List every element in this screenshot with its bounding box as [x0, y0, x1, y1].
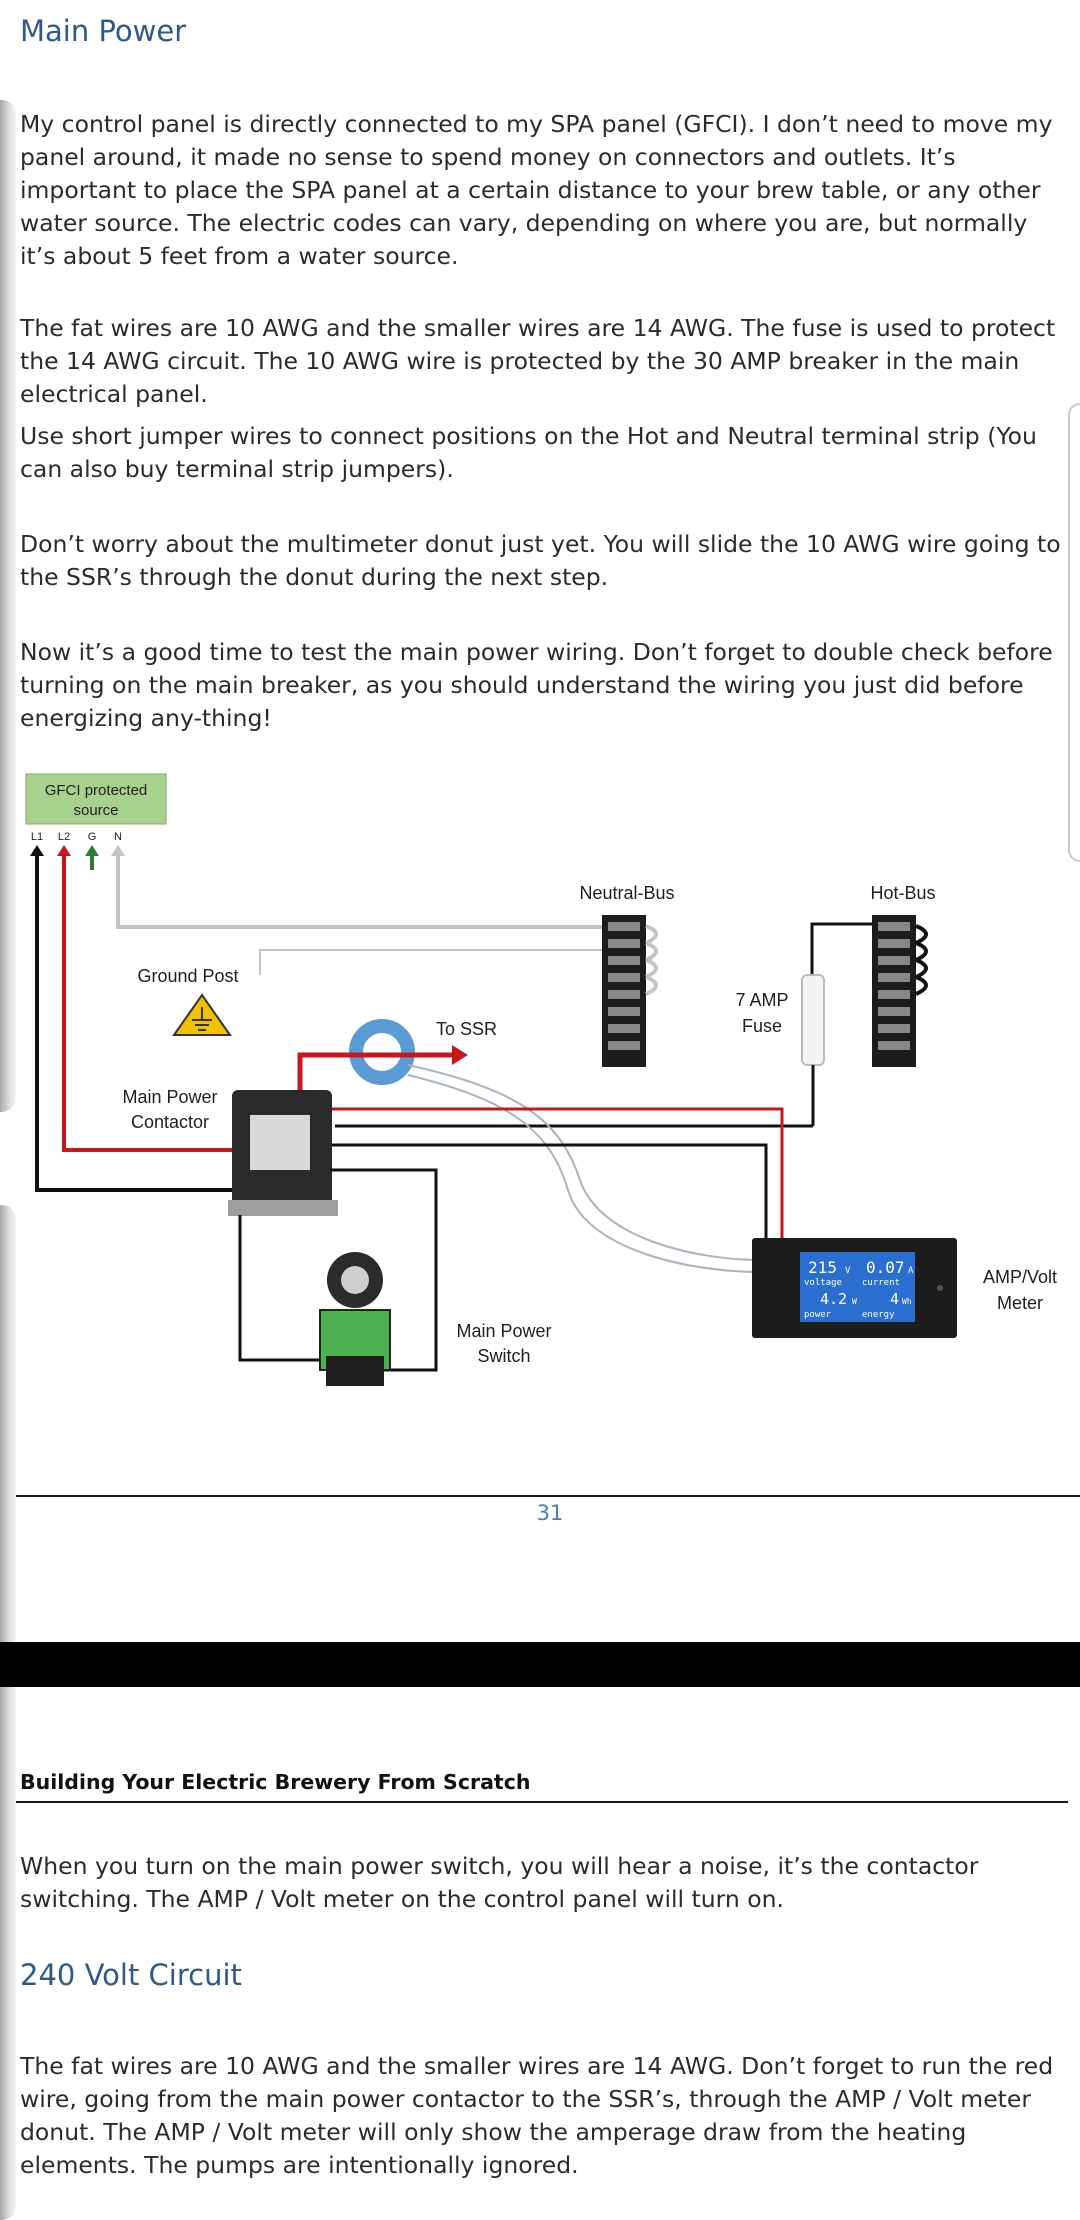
- meter-lbl-voltage: voltage: [804, 1278, 842, 1288]
- contactor-label-line1: Main Power: [122, 1087, 217, 1107]
- paragraph-spa-panel: My control panel is directly connected t…: [20, 110, 1053, 270]
- meter-energy-unit: Wh: [902, 1297, 912, 1306]
- meter-lbl-current: current: [862, 1278, 900, 1288]
- switch-key-barrel: [341, 1266, 369, 1294]
- neutral-bus-screws: [608, 922, 640, 1050]
- meter-energy-value: 4: [890, 1290, 899, 1308]
- meter-lbl-energy: energy: [862, 1310, 895, 1320]
- contactor-face: [250, 1115, 310, 1170]
- section-heading-240v: 240 Volt Circuit: [20, 1958, 242, 1992]
- paragraph-contactor-switching: When you turn on the main power switch, …: [20, 1852, 979, 1913]
- terminal-l2: L2: [58, 831, 70, 843]
- meter-sense-wire-2: [407, 1074, 761, 1273]
- footer-rule: [16, 1495, 1080, 1497]
- meter-button: [937, 1285, 943, 1291]
- switch-base: [326, 1356, 384, 1386]
- neutral-jumpers: [645, 924, 658, 996]
- ground-symbol: [192, 1007, 212, 1031]
- ground-post-label: Ground Post: [137, 966, 238, 986]
- neutral-bus-label: Neutral-Bus: [579, 883, 674, 903]
- meter-label-line1: AMP/Volt: [983, 1267, 1057, 1287]
- page-edge-shadow-bottom: [0, 1205, 16, 2220]
- gfci-label-line2: source: [73, 802, 118, 819]
- switch-label-line1: Main Power: [456, 1321, 551, 1341]
- l1-wire: [35, 856, 232, 1192]
- paragraph-wire-gauges: The fat wires are 10 AWG and the smaller…: [20, 314, 1056, 408]
- meter-lbl-power: power: [804, 1310, 832, 1320]
- current-transformer-donut: [349, 1019, 415, 1085]
- l1-arrowhead: [30, 845, 44, 856]
- fuse-label-line1: 7 AMP: [735, 990, 788, 1010]
- paragraph-240v-circuit: The fat wires are 10 AWG and the smaller…: [20, 2052, 1054, 2179]
- running-head-rule: [16, 1801, 1068, 1803]
- meter-voltage-unit: V: [845, 1266, 851, 1276]
- neutral-wire: [116, 856, 607, 929]
- to-ssr-label: To SSR: [436, 1019, 497, 1039]
- hot-bus-screws: [878, 922, 910, 1050]
- meter-label-line2: Meter: [997, 1293, 1043, 1313]
- meter-screen: [800, 1252, 915, 1322]
- gfci-label-line1: GFCI protected: [45, 782, 148, 799]
- hot-jumpers: [915, 924, 928, 996]
- red-wire-to-meter: [330, 1107, 784, 1238]
- paragraph-jumper-wires: Use short jumper wires to connect positi…: [20, 422, 1037, 483]
- section-heading-main-power: Main Power: [20, 14, 187, 48]
- page-edge-shadow-top: [0, 100, 16, 1112]
- l2-arrowhead: [57, 845, 71, 856]
- meter-sense-wire-1: [407, 1064, 761, 1261]
- paragraph-donut: Don’t worry about the multimeter donut j…: [20, 530, 1061, 591]
- meter-current-unit: A: [908, 1266, 914, 1276]
- to-ssr-arrowhead: [452, 1045, 468, 1065]
- l2-wire: [62, 856, 232, 1152]
- paragraph-test-wiring: Now it’s a good time to test the main po…: [20, 638, 1053, 732]
- black-wire-to-meter: [330, 1143, 768, 1238]
- switch-label-line2: Switch: [477, 1346, 530, 1366]
- running-head: Building Your Electric Brewery From Scra…: [20, 1770, 531, 1794]
- terminal-n: N: [114, 831, 122, 843]
- hot-to-fuse-wire: [810, 922, 872, 975]
- meter-current-value: 0.07: [866, 1258, 905, 1277]
- meter-voltage-value: 215: [808, 1258, 837, 1277]
- terminal-l1: L1: [31, 831, 43, 843]
- wiring-diagram: GFCI protected source L1 L2 G N Neutral-…: [25, 773, 1057, 1386]
- fuse-holder: [801, 974, 825, 1066]
- meter-power-value: 4.2: [820, 1290, 847, 1308]
- g-arrowhead: [85, 845, 99, 856]
- fuse-label-line2: Fuse: [742, 1016, 782, 1036]
- meter-power-unit: W: [852, 1297, 857, 1306]
- gfci-source-box: [25, 773, 167, 825]
- n-arrowhead: [111, 845, 125, 856]
- page-number: 31: [536, 1501, 564, 1525]
- contactor-label-line2: Contactor: [131, 1112, 209, 1132]
- hot-bus-label: Hot-Bus: [870, 883, 935, 903]
- ground-wire: [259, 949, 607, 975]
- switch-wire-right: [330, 1168, 438, 1372]
- terminal-g: G: [88, 831, 97, 843]
- contactor-base: [228, 1200, 338, 1216]
- page-break-band: [0, 1642, 1080, 1687]
- switch-wire-left: [238, 1215, 320, 1362]
